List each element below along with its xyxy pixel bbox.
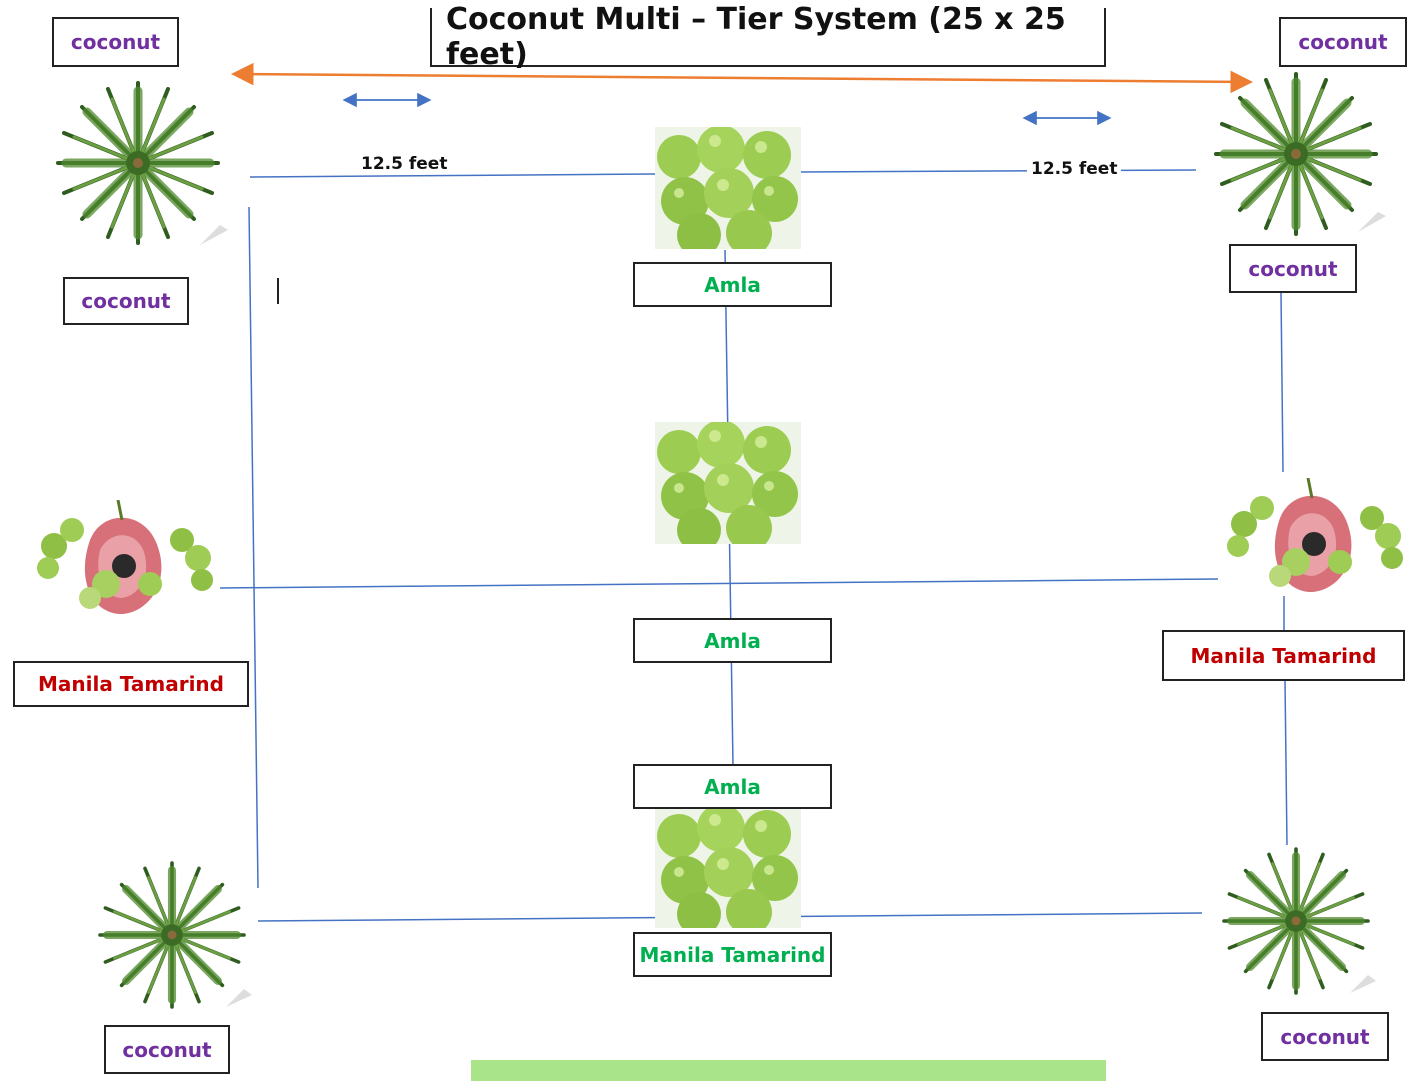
dimension-label-left: 12.5 feet	[357, 154, 452, 174]
right-column-line-lower	[1284, 680, 1288, 846]
diagram-title: Coconut Multi – Tier System (25 x 25 fee…	[430, 2, 1106, 72]
label-coconut-top-left-lower: coconut	[63, 277, 189, 325]
label-manila-tamarind-left: Manila Tamarind	[13, 661, 249, 707]
label-coconut-top-right-lower: coconut	[1229, 244, 1357, 293]
label-manila-tamarind-right: Manila Tamarind	[1162, 630, 1405, 681]
top-row-line-right	[799, 169, 1197, 173]
left-column-line	[248, 206, 259, 889]
text-cursor	[277, 278, 279, 304]
manila-tamarind-fruit-icon	[1225, 478, 1405, 594]
label-coconut-top-left: coconut	[52, 17, 179, 67]
label-amla-top: Amla	[633, 262, 832, 307]
coconut-palm-icon	[92, 855, 252, 1015]
amla-fruit-icon	[655, 127, 801, 249]
amla-fruit-icon	[655, 422, 801, 544]
label-coconut-top-right: coconut	[1279, 17, 1407, 67]
dimension-label-right: 12.5 feet	[1027, 159, 1122, 179]
coconut-palm-icon	[50, 75, 228, 255]
middle-row-line	[219, 578, 1219, 589]
label-amla-lower: Amla	[633, 764, 832, 809]
label-manila-tamarind-center: Manila Tamarind	[633, 932, 832, 977]
manila-tamarind-fruit-icon	[35, 500, 215, 616]
coconut-palm-icon	[1218, 845, 1376, 1000]
label-coconut-bottom-right: coconut	[1261, 1012, 1389, 1061]
label-amla-middle: Amla	[633, 618, 832, 663]
coconut-palm-icon	[1208, 64, 1386, 244]
span-arrow	[231, 62, 1253, 94]
right-column-line-upper	[1280, 292, 1284, 473]
amla-fruit-icon	[655, 806, 801, 928]
label-coconut-bottom-left: coconut	[104, 1025, 230, 1074]
bottom-green-bar	[471, 1060, 1106, 1081]
top-row-line	[249, 173, 657, 178]
